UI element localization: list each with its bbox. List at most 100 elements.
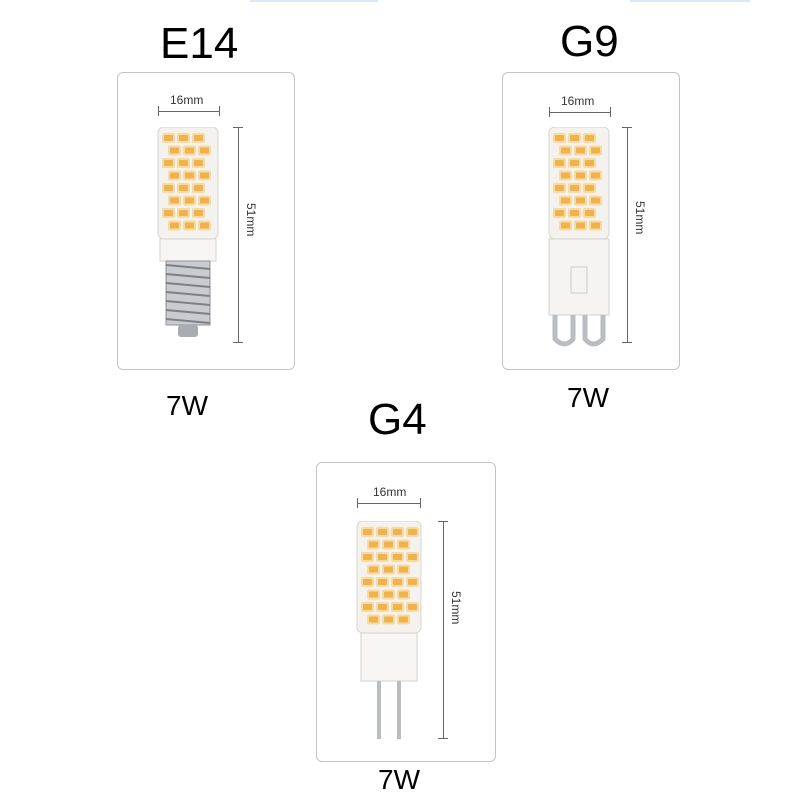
led-chip bbox=[194, 210, 203, 216]
e14-power: 7W bbox=[166, 390, 208, 421]
led-chip bbox=[585, 210, 594, 216]
led-chip bbox=[555, 135, 564, 141]
led-chip bbox=[363, 579, 372, 585]
e14-height-label: 51mm bbox=[244, 203, 258, 237]
led-chip bbox=[408, 554, 417, 560]
ceramic-collar bbox=[159, 238, 217, 262]
led-chip bbox=[408, 579, 417, 585]
g4-height-label: 51mm bbox=[449, 591, 463, 625]
led-chip bbox=[561, 172, 570, 179]
led-chip bbox=[576, 172, 585, 179]
led-chip bbox=[179, 185, 188, 191]
led-chip bbox=[570, 160, 579, 166]
led-chip bbox=[170, 147, 179, 154]
g4-bulb-image bbox=[356, 521, 422, 739]
screw-thread bbox=[165, 300, 211, 306]
led-chip bbox=[384, 591, 393, 598]
led-chip bbox=[185, 172, 194, 179]
led-chip bbox=[570, 135, 579, 141]
led-chip bbox=[576, 147, 585, 154]
led-chip bbox=[164, 160, 173, 166]
led-chip bbox=[378, 554, 387, 560]
led-chip bbox=[378, 579, 387, 585]
e14-bulb-image bbox=[157, 127, 219, 337]
e14-width-tick-right bbox=[219, 106, 220, 116]
led-chip bbox=[393, 529, 402, 535]
led-chip bbox=[399, 591, 408, 598]
led-chip bbox=[570, 185, 579, 191]
led-chip bbox=[585, 160, 594, 166]
led-chip bbox=[408, 529, 417, 535]
led-chip bbox=[185, 147, 194, 154]
g4-power: 7W bbox=[378, 764, 420, 795]
g9-card: 16mm 51mm bbox=[502, 72, 680, 370]
led-chip bbox=[194, 185, 203, 191]
screw-thread bbox=[165, 273, 211, 279]
led-chip bbox=[408, 604, 417, 610]
led-chip bbox=[576, 197, 585, 204]
led-chip bbox=[555, 160, 564, 166]
g4-width-label: 16mm bbox=[373, 485, 407, 499]
led-chip bbox=[170, 222, 179, 229]
g9-height-line bbox=[627, 127, 628, 343]
led-chip bbox=[164, 210, 173, 216]
led-chip bbox=[591, 172, 600, 179]
led-chip bbox=[185, 222, 194, 229]
led-chip bbox=[164, 135, 173, 141]
e14-height-tick-bottom bbox=[233, 342, 243, 343]
g9-base bbox=[548, 238, 610, 316]
g9-bulb-image bbox=[548, 127, 610, 347]
led-chip bbox=[200, 147, 209, 154]
led-chip bbox=[194, 135, 203, 141]
led-chip bbox=[393, 604, 402, 610]
e14-title: E14 bbox=[160, 19, 239, 68]
led-chip bbox=[585, 135, 594, 141]
led-chip bbox=[170, 172, 179, 179]
led-chip bbox=[570, 210, 579, 216]
g9-title: G9 bbox=[560, 17, 619, 66]
g9-base-notch bbox=[570, 266, 588, 294]
screw-tip bbox=[178, 325, 198, 337]
top-decoration-line bbox=[250, 0, 378, 2]
g4-pin-left bbox=[377, 681, 381, 739]
led-chip bbox=[384, 541, 393, 548]
led-chip bbox=[561, 147, 570, 154]
g4-title: G4 bbox=[368, 395, 427, 444]
e14-width-label: 16mm bbox=[170, 93, 204, 107]
g9-height-tick-bottom bbox=[622, 342, 632, 343]
led-chip bbox=[591, 197, 600, 204]
screw-thread bbox=[165, 264, 211, 270]
e14-height-line bbox=[238, 127, 239, 343]
g4-height-tick-bottom bbox=[438, 738, 448, 739]
led-chip bbox=[185, 197, 194, 204]
led-chip bbox=[170, 197, 179, 204]
led-chip bbox=[369, 616, 378, 623]
e14-width-line bbox=[158, 111, 220, 112]
led-chip bbox=[363, 604, 372, 610]
g9-power: 7W bbox=[567, 382, 609, 413]
e14-width-tick-left bbox=[158, 106, 159, 116]
led-chip bbox=[555, 185, 564, 191]
led-chip bbox=[200, 197, 209, 204]
top-decoration-line bbox=[630, 0, 750, 2]
screw-thread bbox=[165, 291, 211, 297]
g9-width-tick-right bbox=[610, 107, 611, 117]
led-chip bbox=[179, 160, 188, 166]
g4-width-tick-right bbox=[420, 498, 421, 508]
led-chip bbox=[585, 185, 594, 191]
led-chip bbox=[200, 172, 209, 179]
g9-loop-right bbox=[582, 315, 606, 347]
e14-height-tick-top bbox=[233, 127, 243, 128]
led-chip bbox=[363, 529, 372, 535]
screw-thread bbox=[165, 309, 211, 315]
g4-width-line bbox=[357, 503, 421, 504]
led-chip bbox=[591, 222, 600, 229]
led-chip bbox=[393, 554, 402, 560]
g9-height-label: 51mm bbox=[633, 201, 647, 235]
g9-width-line bbox=[549, 112, 611, 113]
g9-loop-left bbox=[552, 315, 576, 347]
g4-card: 16mm 51mm bbox=[316, 462, 496, 762]
g4-height-line bbox=[443, 521, 444, 739]
led-chip bbox=[399, 541, 408, 548]
led-chip bbox=[576, 222, 585, 229]
